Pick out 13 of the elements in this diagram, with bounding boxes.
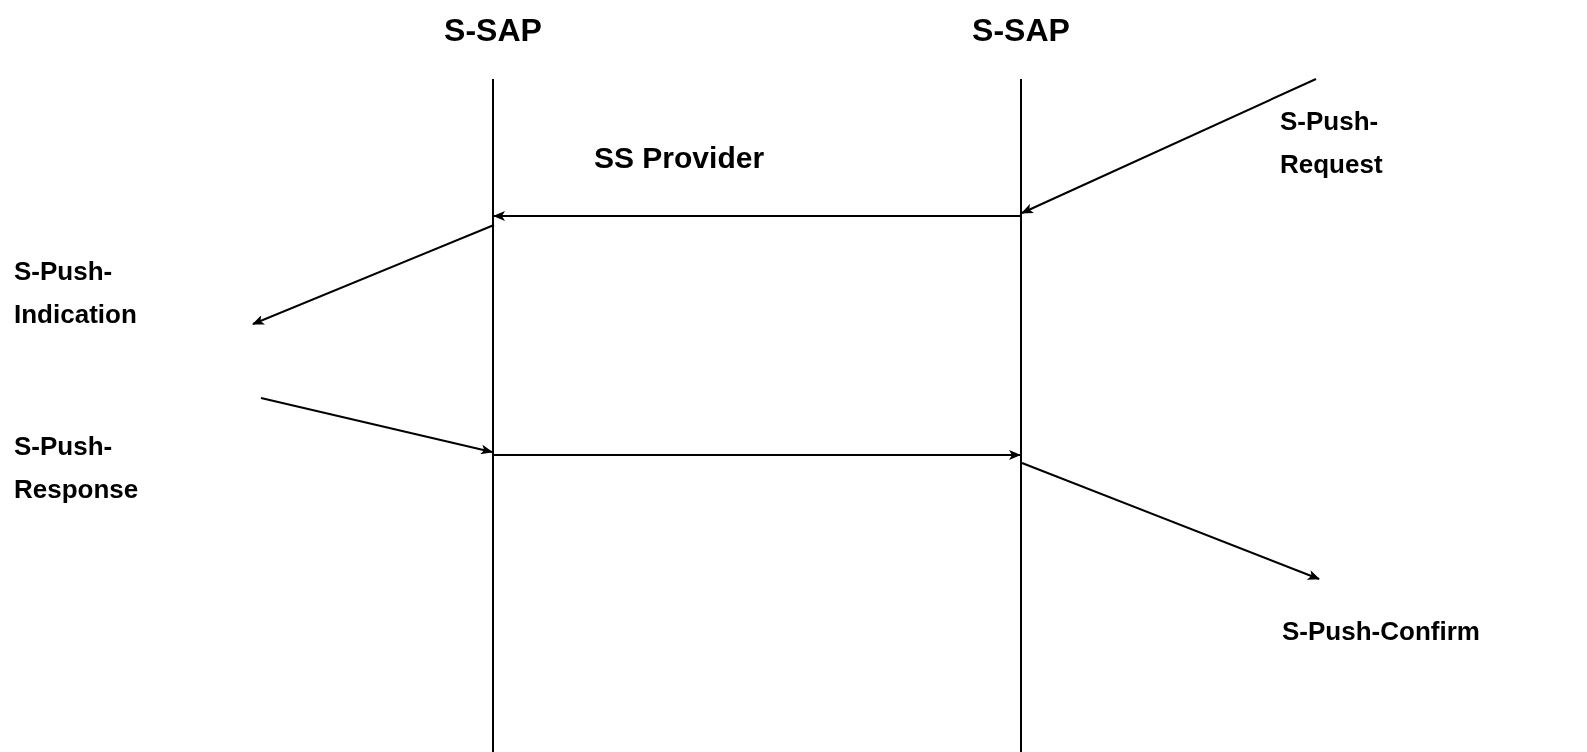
arrow (493, 211, 1023, 221)
arrow (1021, 78, 1317, 214)
arrow (260, 397, 493, 455)
lifeline-heading: S-SAP (972, 11, 1070, 50)
primitive-label: S-Push-Confirm (1282, 615, 1480, 648)
provider-label: SS Provider (594, 140, 765, 176)
primitive-label: S-Push-Indication (14, 255, 138, 331)
arrow (1021, 462, 1320, 580)
primitive-label: S-Push-Request (1280, 105, 1384, 181)
lifeline-heading: S-SAP (444, 11, 542, 50)
arrow (493, 450, 1021, 460)
primitive-label: S-Push-Response (14, 430, 140, 506)
arrow (252, 224, 495, 325)
